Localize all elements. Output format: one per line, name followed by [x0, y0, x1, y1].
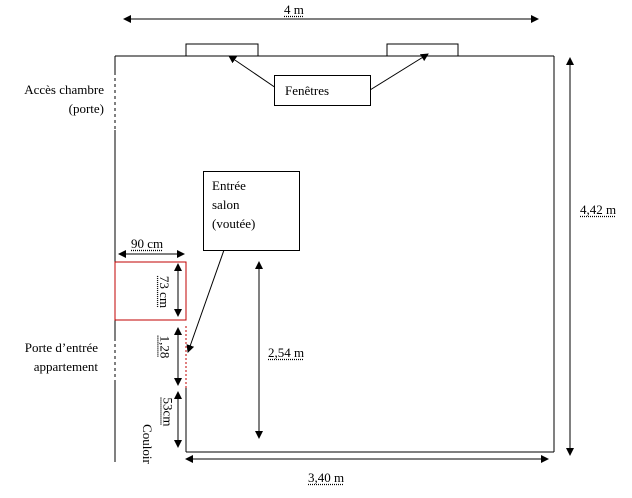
dimension-door: 1,28 [157, 335, 173, 359]
living-entry-label-line3: (voutée) [212, 216, 256, 231]
pointer-arrow-window-left [228, 55, 277, 89]
dimension-bottom: 3,40 m [308, 470, 345, 485]
dimension-width-total: 4 m [284, 2, 304, 17]
living-entry-label-line2: salon [212, 197, 240, 212]
corridor-label: Couloir [139, 424, 155, 464]
dimension-corridor: 53cm [160, 397, 176, 427]
living-entry-label-box: Entrée salon (voutée) [203, 171, 300, 251]
dimension-bay-depth: 73 cm [157, 275, 173, 309]
walls [114, 55, 555, 462]
window-left [185, 43, 259, 57]
dimension-height: 4,42 m [580, 202, 617, 217]
entry-door-label-line1: Porte d’entrée [24, 340, 98, 355]
entry-door-label-line2: appartement [33, 359, 98, 374]
pointer-arrow-living-entry [186, 249, 225, 353]
living-entry-label-line1: Entrée [212, 178, 246, 193]
dimension-bay-width: 90 cm [131, 236, 164, 251]
windows-label-box: Fenêtres [274, 75, 371, 106]
entry-door-label: Porte d’entrée appartement [25, 338, 98, 376]
room-access-label-line2: (porte) [68, 101, 104, 116]
window-right [386, 43, 459, 57]
room-access-label: Accès chambre (porte) [24, 80, 104, 118]
dimension-center: 2,54 m [268, 345, 305, 360]
bay-rectangle [114, 261, 187, 321]
room-access-label-line1: Accès chambre [24, 82, 104, 97]
windows-label: Fenêtres [285, 83, 330, 98]
pointer-arrow-window-right [369, 53, 429, 91]
